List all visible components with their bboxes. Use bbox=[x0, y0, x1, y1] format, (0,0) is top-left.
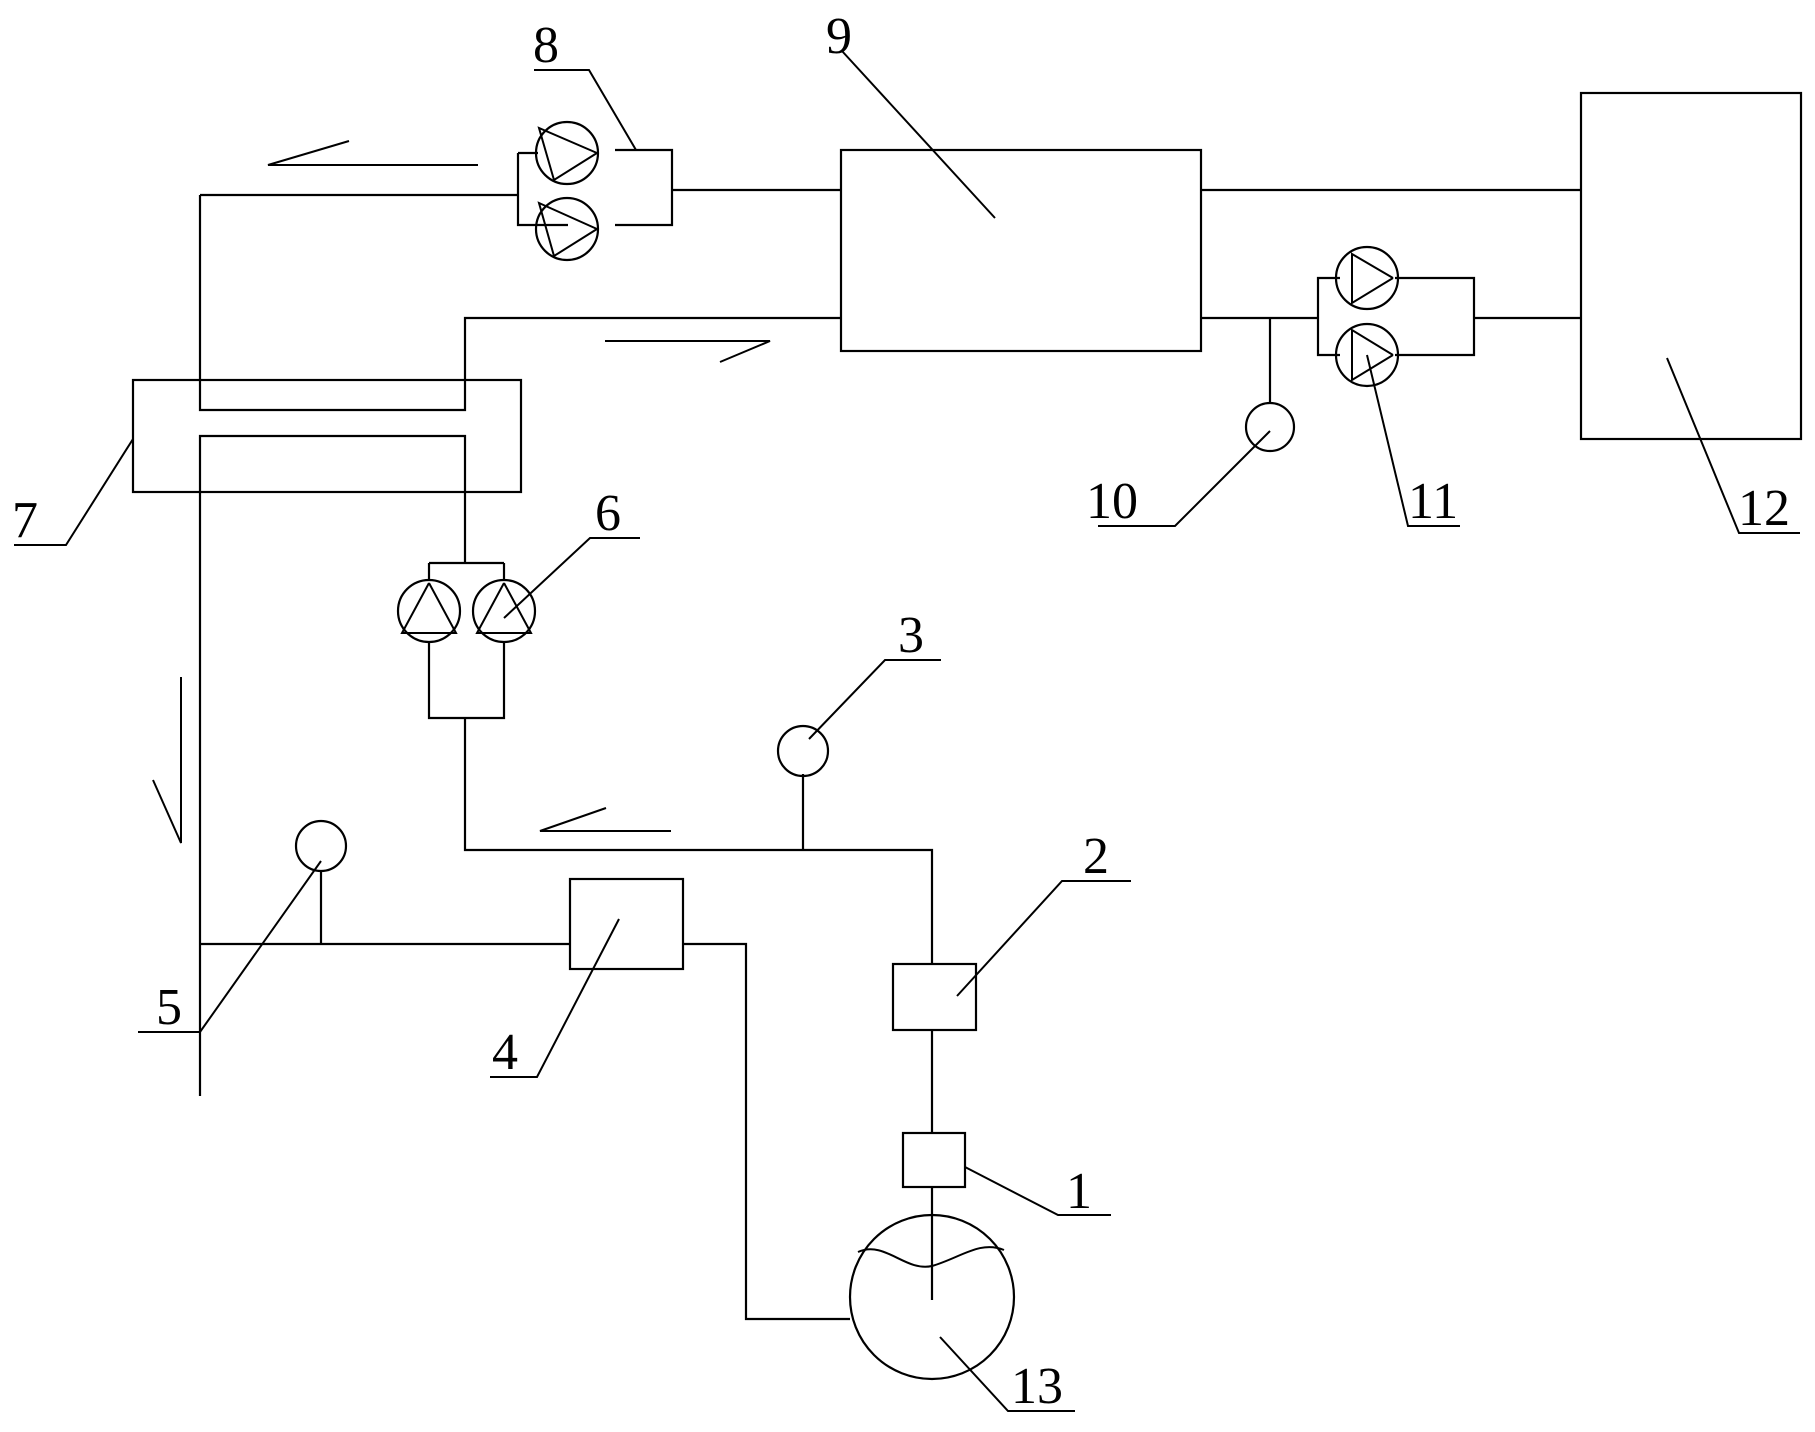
flow-arrow-middle bbox=[605, 340, 771, 363]
label-11: 11 bbox=[1408, 473, 1458, 530]
label-4: 4 bbox=[492, 1024, 518, 1081]
pump-icon bbox=[534, 120, 600, 186]
label-2: 2 bbox=[1083, 828, 1109, 885]
flow-arrow-bottom bbox=[539, 807, 671, 832]
leader-line-2 bbox=[956, 880, 1131, 997]
pipe-6-to-2 bbox=[463, 718, 934, 964]
leader-line-13 bbox=[939, 1336, 1075, 1412]
component-5-gauge bbox=[294, 819, 348, 873]
component-12-box bbox=[1579, 91, 1803, 441]
label-6: 6 bbox=[595, 485, 621, 542]
component-6-pump-pair bbox=[396, 561, 537, 720]
flow-arrow-left bbox=[152, 677, 182, 844]
leader-line-11 bbox=[1366, 354, 1460, 527]
leader-line-3 bbox=[808, 659, 941, 740]
leader-line-5 bbox=[138, 860, 322, 1033]
leader-line-7 bbox=[14, 438, 134, 546]
pump-icon bbox=[1334, 245, 1400, 311]
leader-line-10 bbox=[1098, 430, 1271, 527]
component-1-box bbox=[901, 1131, 967, 1189]
leader-line-9 bbox=[841, 50, 996, 219]
component-7-exchanger bbox=[131, 195, 841, 1096]
label-7: 7 bbox=[12, 492, 38, 549]
leader-line-1 bbox=[964, 1166, 1111, 1216]
label-12: 12 bbox=[1738, 480, 1790, 537]
component-9-box bbox=[839, 148, 1203, 353]
label-5: 5 bbox=[156, 979, 182, 1036]
label-3: 3 bbox=[898, 607, 924, 664]
component-8-pump-pair bbox=[516, 120, 674, 262]
leader-line-12 bbox=[1666, 357, 1800, 534]
component-4-box bbox=[568, 877, 685, 971]
pump-icon bbox=[1334, 322, 1400, 388]
label-9: 9 bbox=[826, 8, 852, 65]
pipe-4-to-13 bbox=[683, 942, 850, 1321]
label-8: 8 bbox=[533, 17, 559, 74]
component-2-box bbox=[891, 962, 978, 1032]
leader-line-8 bbox=[534, 69, 637, 151]
flow-arrow-top bbox=[267, 140, 478, 166]
component-10-gauge bbox=[1244, 401, 1296, 453]
label-10: 10 bbox=[1086, 473, 1138, 530]
leader-line-6 bbox=[503, 537, 640, 619]
label-1: 1 bbox=[1066, 1163, 1092, 1220]
label-13: 13 bbox=[1011, 1358, 1063, 1415]
pump-icon bbox=[534, 196, 600, 262]
component-13-vessel bbox=[848, 1213, 1016, 1381]
leader-line-4 bbox=[490, 918, 620, 1078]
component-3-gauge bbox=[776, 724, 830, 778]
component-11-pump-pair bbox=[1316, 245, 1476, 388]
